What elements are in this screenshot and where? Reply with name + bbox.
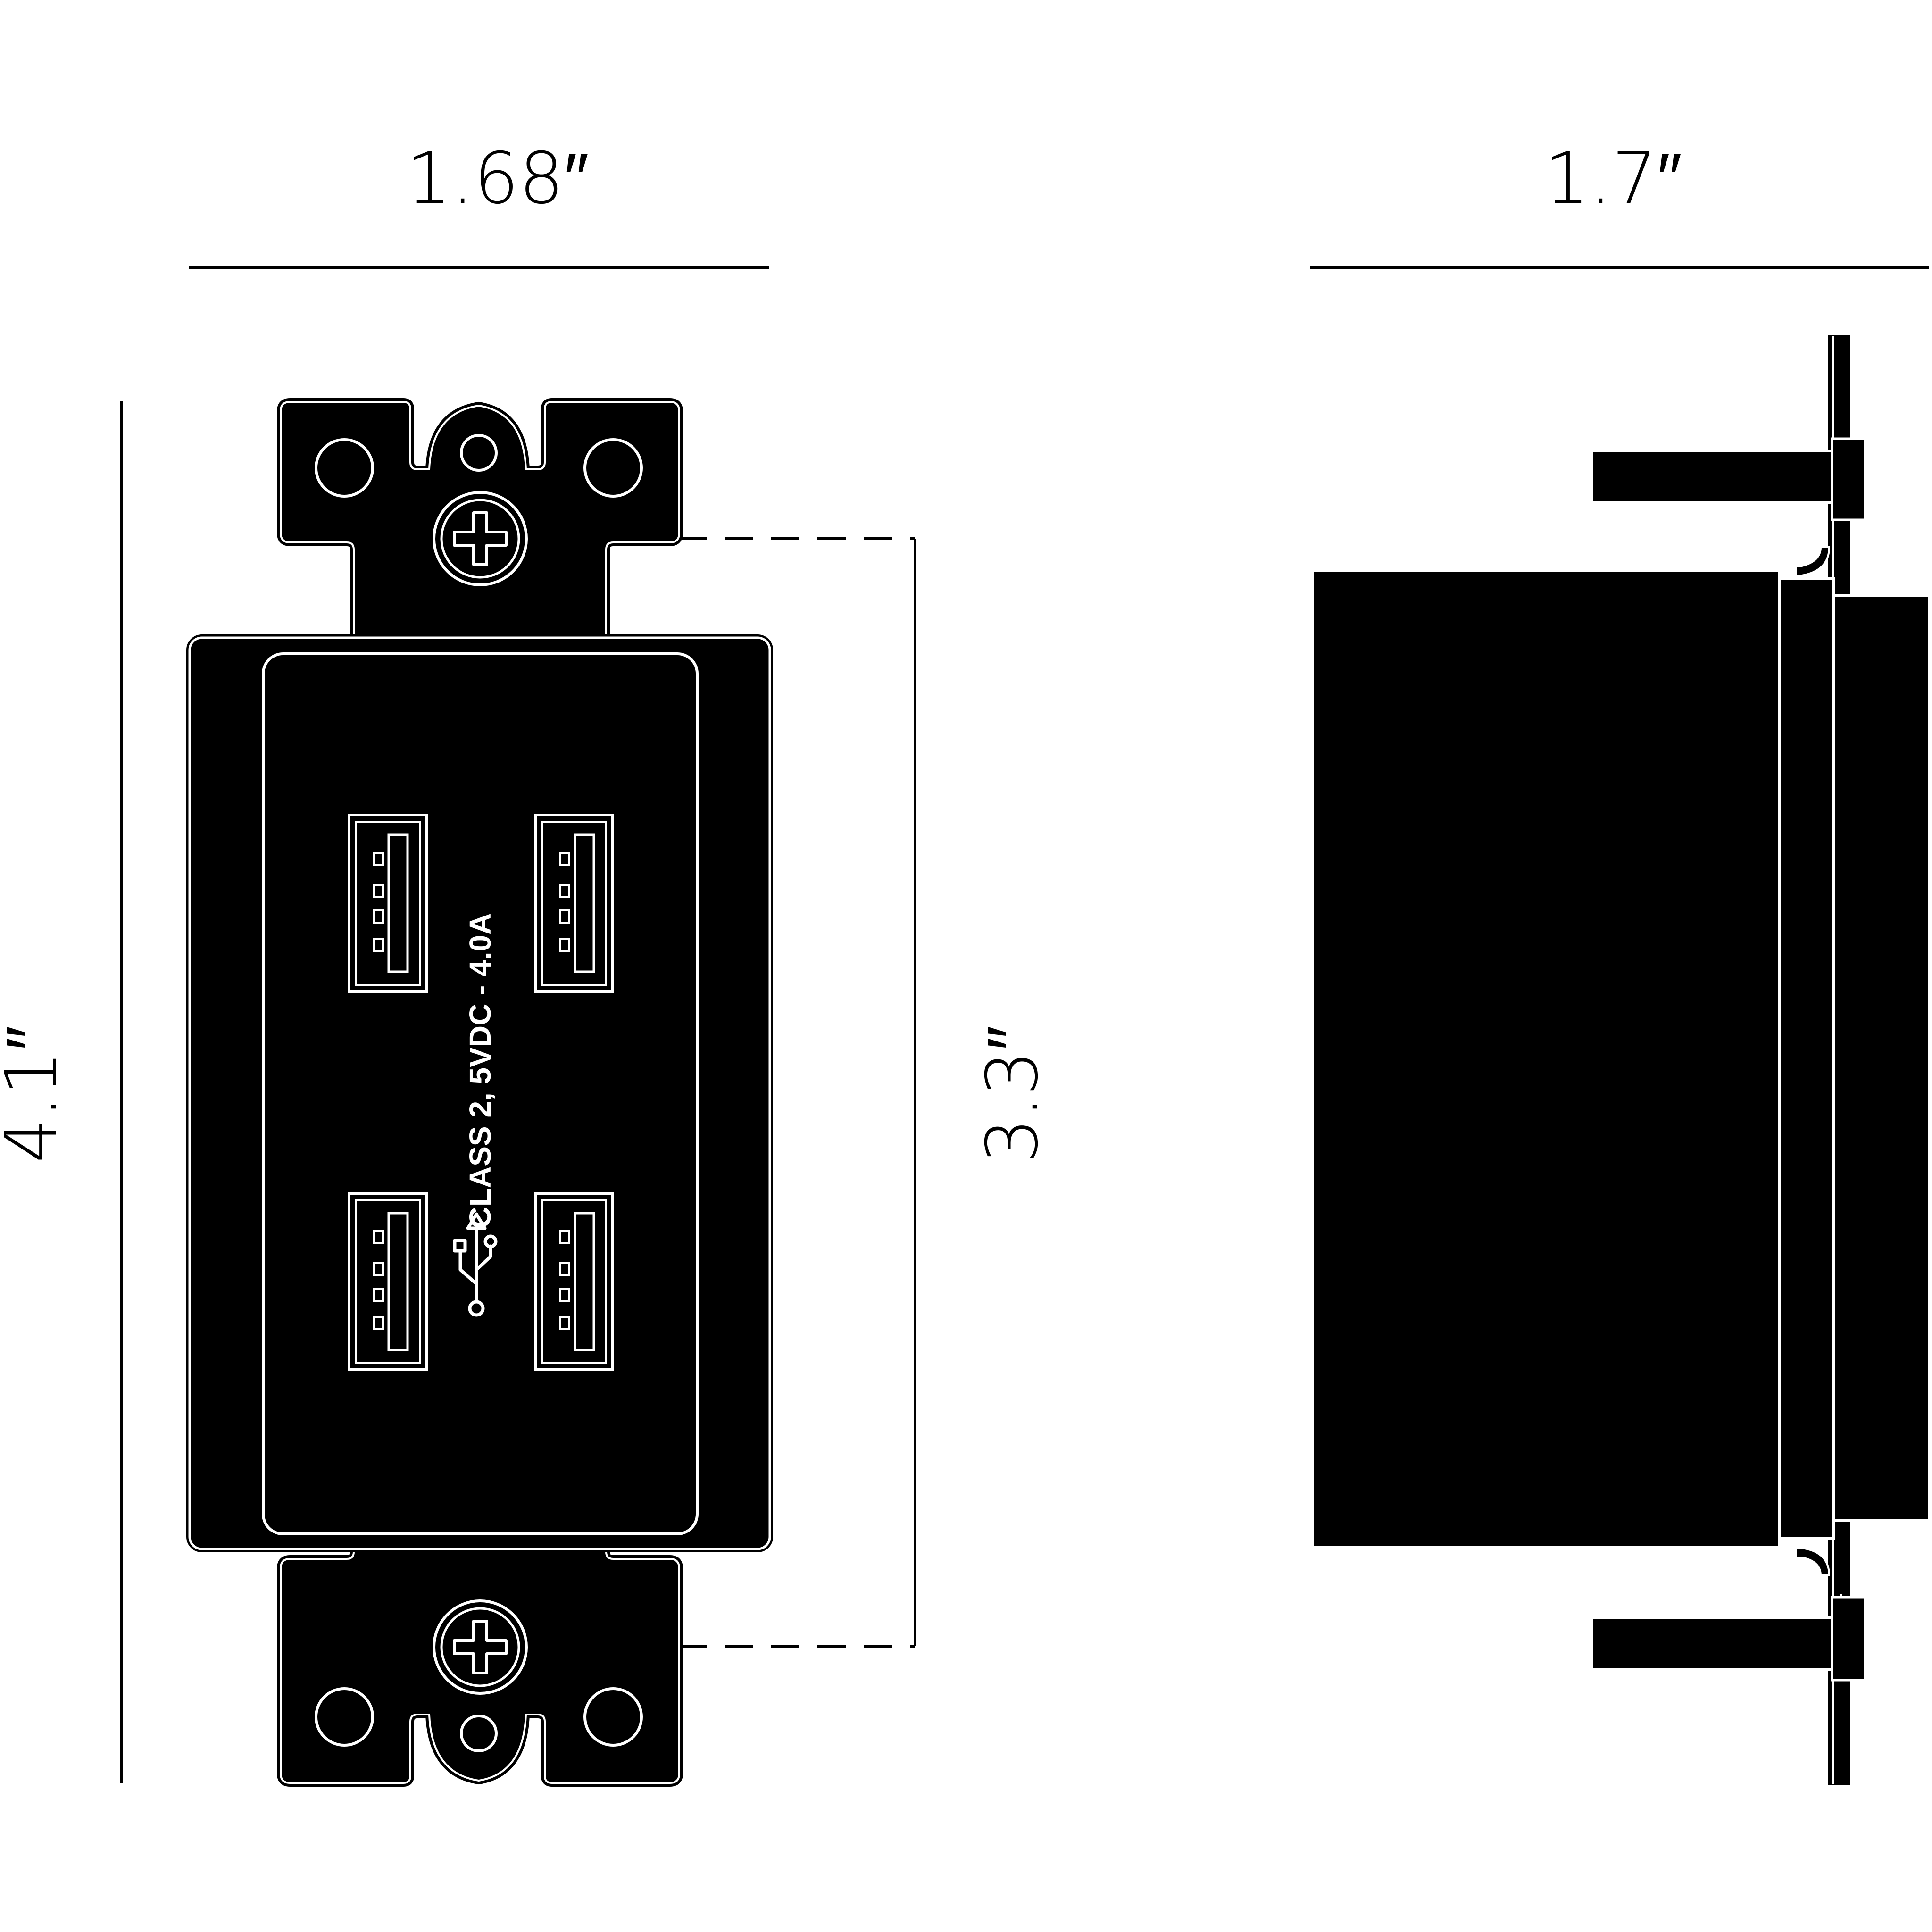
top-screw-icon (433, 491, 528, 586)
side-rear-housing (1311, 569, 1781, 1549)
usb-port (534, 1192, 614, 1371)
overall-height-label: 4.1″ (0, 1025, 73, 1163)
strap-hole-bottom-left (315, 1687, 374, 1747)
usb-port (348, 1192, 428, 1371)
strap-hole-top-right (583, 438, 643, 498)
usb-port (348, 814, 428, 993)
side-lower-ear (1591, 1547, 1866, 1682)
usb-trident-icon (453, 1212, 498, 1317)
side-upper-ear (1591, 437, 1866, 576)
strap-hole-bottom-center (460, 1715, 498, 1752)
side-view (1311, 335, 1931, 1785)
bottom-screw-icon (433, 1599, 528, 1695)
side-depth-label: 1.7″ (1544, 138, 1682, 220)
strap-hole-bottom-right (583, 1687, 643, 1747)
rating-label: CLASS 2, 5VDC - 4.0A (463, 913, 497, 1229)
mounting-height-label: 3.3″ (972, 1025, 1054, 1163)
usb-port (534, 814, 614, 993)
side-flange (1778, 577, 1835, 1540)
strap-hole-top-center (460, 434, 498, 472)
front-width-label: 1.68″ (406, 138, 589, 220)
side-face-block (1832, 594, 1931, 1522)
strap-hole-top-left (315, 438, 374, 498)
strap-holes (315, 434, 643, 1752)
front-view: CLASS 2, 5VDC - 4.0A (186, 398, 773, 1787)
